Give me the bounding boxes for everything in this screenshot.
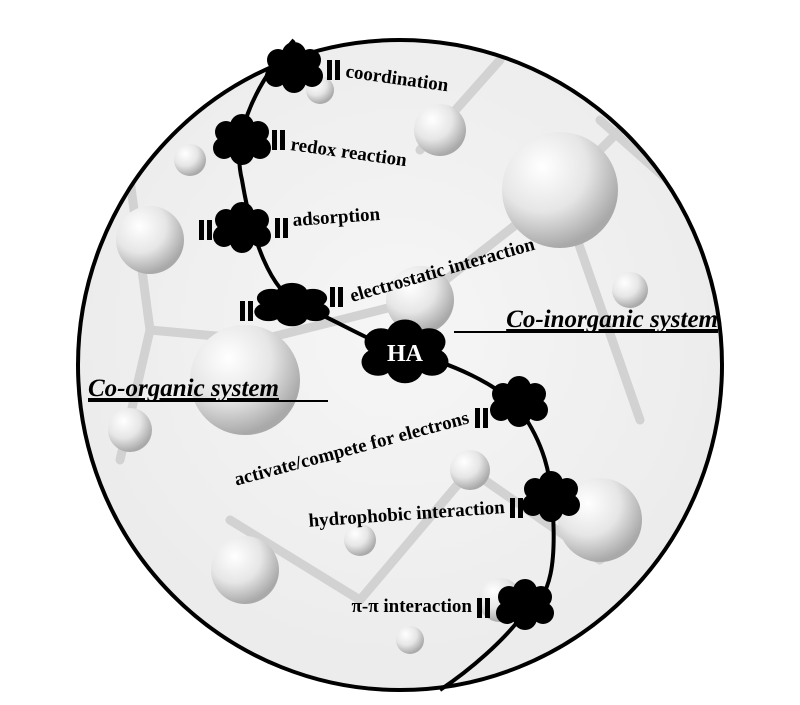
ha-label: HA <box>387 341 424 367</box>
outer-circle <box>76 38 724 692</box>
label-co-inorganic-system: Co-inorganic system <box>506 306 718 333</box>
label-pi-pi-interaction: π-π interaction <box>351 596 472 617</box>
label-co-organic-system: Co-organic system <box>88 375 279 402</box>
bond-markers <box>199 60 523 618</box>
